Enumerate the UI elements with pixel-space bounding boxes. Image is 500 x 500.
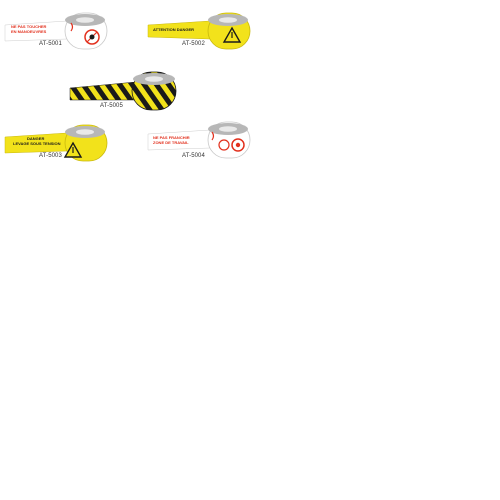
tape-product-at-5004: NE PAS FRANCHIR ZONE DE TRAVAIL AT-5004: [147, 120, 253, 164]
tape-label-line-2: LEVAGE SOUS TENSION: [13, 141, 61, 146]
tape-roll-stripes: [69, 71, 177, 111]
product-code: AT-5003: [39, 153, 62, 159]
tape-product-at-5005: AT-5005: [69, 70, 180, 116]
tape-roll-yellow: [147, 12, 251, 50]
tape-roll-white: [147, 121, 251, 159]
product-code: AT-5001: [39, 41, 62, 47]
tape-label-line-1: NE PAS FRANCHIR: [153, 135, 190, 140]
product-code: AT-5005: [100, 103, 123, 109]
tape-product-at-5003: DANGER LEVAGE SOUS TENSION AT-5003: [4, 123, 110, 167]
tape-label-line-2: EN MANOEUVRES: [11, 29, 47, 34]
product-code: AT-5002: [182, 41, 205, 47]
tape-label-line-1: ATTENTION DANGER: [153, 27, 195, 32]
tape-label-line-1: NE PAS TOUCHER: [11, 24, 47, 29]
tape-product-at-5001: NE PAS TOUCHER EN MANOEUVRES AT-5001: [4, 11, 110, 55]
tape-label-line-1: DANGER: [27, 136, 45, 141]
tape-roll-yellow: [4, 124, 108, 162]
tape-label-line-2: ZONE DE TRAVAIL: [153, 140, 189, 145]
product-code: AT-5004: [182, 153, 205, 159]
tape-roll-white: [4, 12, 108, 50]
tape-product-at-5002: ATTENTION DANGER AT-5002: [147, 11, 253, 55]
